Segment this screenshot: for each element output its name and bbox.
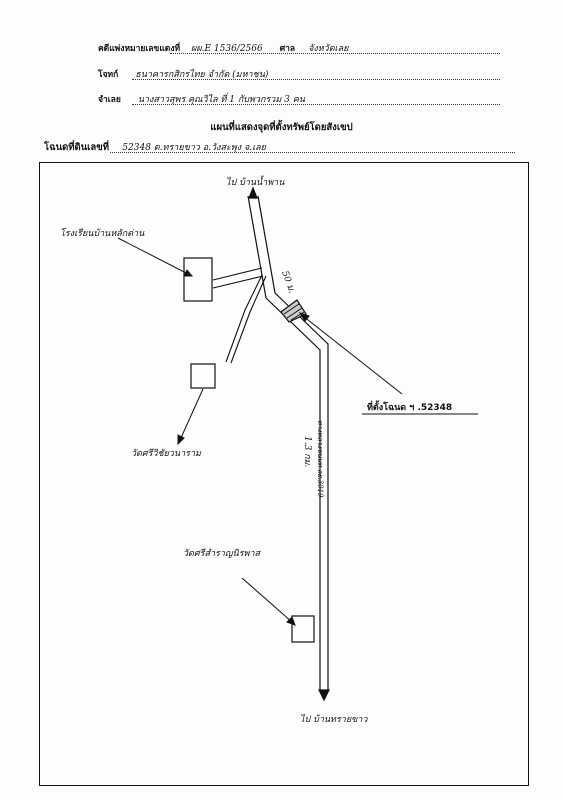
arrow-down-icon [318, 689, 330, 702]
road-arrows [248, 186, 330, 702]
branch-road-school [212, 267, 264, 289]
plaintiff-underline [132, 79, 500, 80]
defendant-row: จำเลย นางสาวสุพร คุณวิไล ที่ 1 กับพวกรวม… [98, 92, 305, 106]
pointer-lines [117, 237, 403, 626]
school-label: โรงเรียนบ้านหลักด่าน [60, 227, 145, 239]
top-road-label: ไป บ้านน้ำพาน [226, 175, 285, 188]
deed-row: โฉนดที่ดินเลขที่ 52348 ต.ทรายขาว อ.วังสะ… [44, 140, 266, 155]
school-building [183, 257, 213, 302]
court-label: ศาล [279, 44, 296, 54]
temple2-building [291, 615, 315, 643]
arrow-up-icon [248, 186, 258, 199]
plaintiff-label: โจทก์ [98, 70, 119, 80]
plaintiff-value: ธนาคารกสิกรไทย จำกัด (มหาชน) [135, 70, 269, 80]
road-name: ทางหลวงชนบท ลย.3019 [316, 420, 324, 498]
defendant-label: จำเลย [98, 95, 121, 105]
branch-road-temple [225, 274, 267, 364]
case-underline [170, 53, 500, 54]
case-number-row: คดีแพ่งหมายเลขแดงที่ ผผ.E 1536/2566 ศาล … [98, 41, 348, 55]
map-title: แผนที่แสดงจุดที่ตั้งทรัพย์โดยสังเขป [210, 122, 353, 133]
defendant-value: นางสาวสุพร คุณวิไล ที่ 1 กับพวกรวม 3 คน [137, 95, 305, 105]
deed-label: โฉนดที่ดินเลขที่ [44, 142, 109, 153]
case-label: คดีแพ่งหมายเลขแดงที่ [98, 44, 181, 54]
property-label: ที่ตั้งโฉนด ฯ .52348 [367, 400, 452, 413]
temple2-label: วัดศรีสำราญนิรพาส [183, 548, 262, 559]
plaintiff-row: โจทก์ ธนาคารกสิกรไทย จำกัด (มหาชน) [98, 67, 268, 81]
distance-small: 50 ม. [279, 270, 296, 295]
deed-value: 52348 ต.ทรายขาว อ.วังสะพุง จ.เลย [122, 143, 266, 153]
map-frame [39, 162, 529, 786]
temple1-building [190, 363, 216, 389]
case-value: ผผ.E 1536/2566 [191, 44, 263, 54]
deed-underline [110, 152, 515, 153]
court-value: จังหวัดเลย [308, 44, 349, 54]
defendant-underline [132, 104, 500, 105]
distance-large: 1.3 กม. [302, 436, 312, 468]
main-road [247, 195, 329, 690]
bottom-road-label: ไป บ้านทรายขาว [300, 713, 368, 725]
temple1-label: วัดศรีวิชัยวนาราม [131, 448, 202, 459]
